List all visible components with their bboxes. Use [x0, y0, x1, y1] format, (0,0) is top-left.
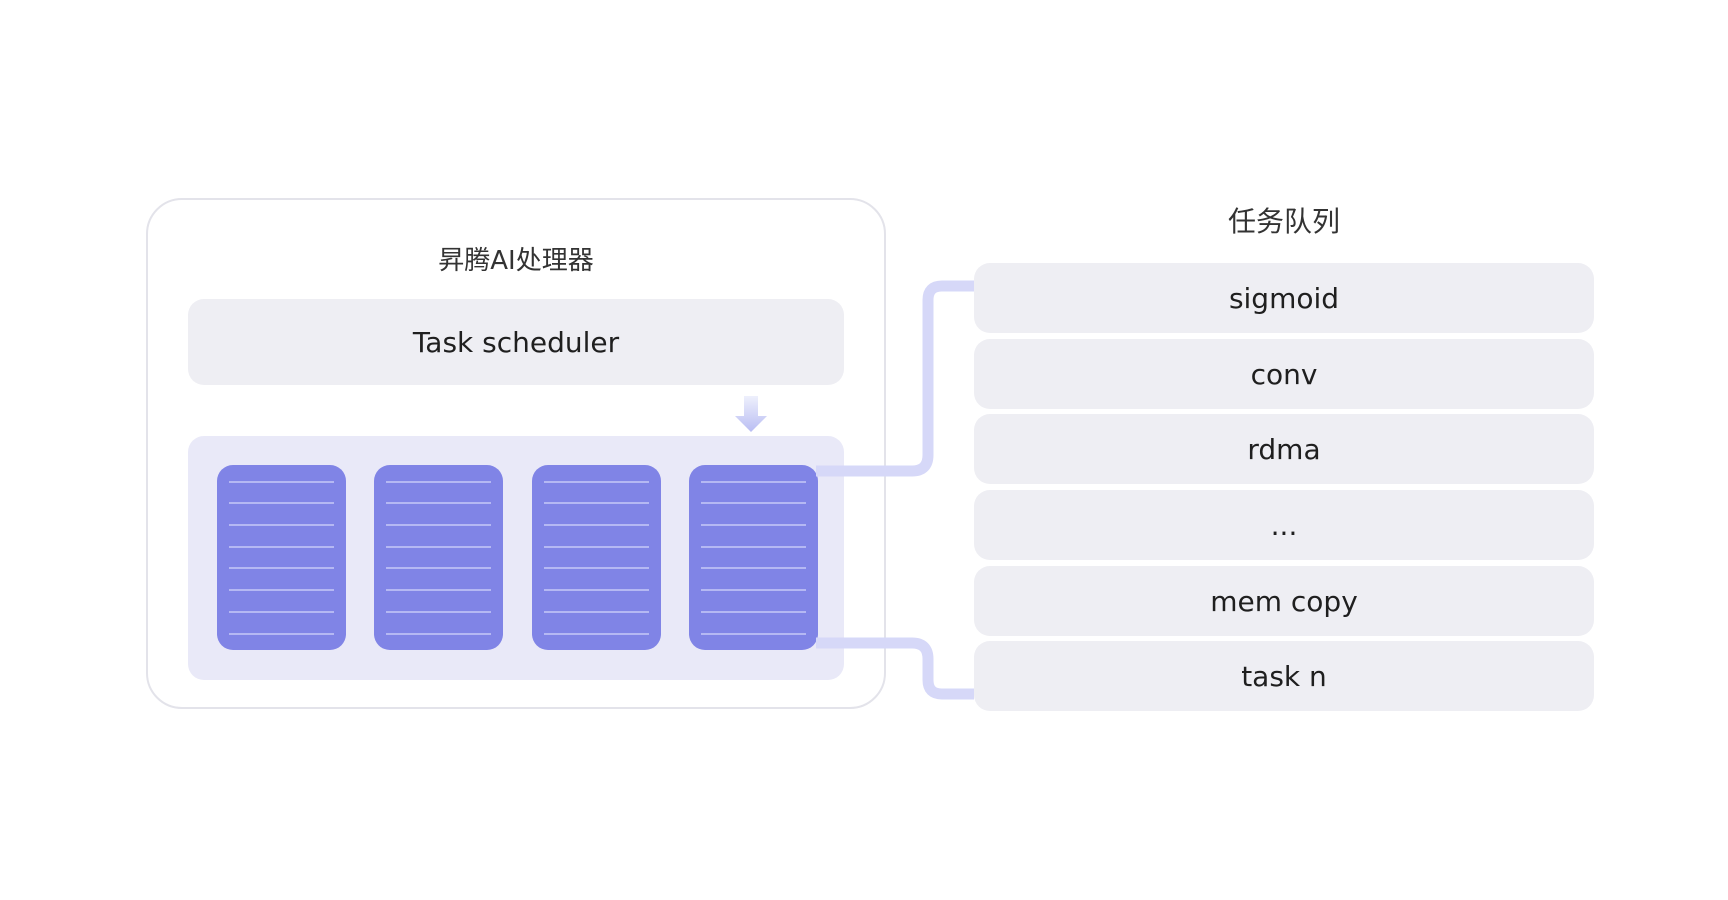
- core-line: [386, 502, 491, 504]
- core-line: [229, 567, 334, 569]
- core-line: [701, 546, 806, 548]
- core-line: [386, 567, 491, 569]
- queue-item-label: task n: [1241, 659, 1327, 693]
- core-line: [544, 524, 649, 526]
- core-line: [544, 502, 649, 504]
- core-line: [386, 589, 491, 591]
- core-line: [544, 633, 649, 635]
- queue-item: conv: [974, 339, 1594, 409]
- core-line: [701, 589, 806, 591]
- ai-core: [532, 465, 661, 650]
- queue-item: rdma: [974, 414, 1594, 484]
- ai-core: [374, 465, 503, 650]
- queue-item-label: ...: [1270, 508, 1298, 542]
- core-line: [701, 567, 806, 569]
- processor-title: 昇腾AI处理器: [438, 246, 594, 276]
- core-line: [229, 589, 334, 591]
- core-line: [229, 481, 334, 483]
- queue-item: ...: [974, 490, 1594, 560]
- queue-item: task n: [974, 641, 1594, 711]
- core-line: [701, 524, 806, 526]
- down-arrow-icon: [735, 396, 767, 432]
- core-line: [544, 589, 649, 591]
- core-line: [544, 611, 649, 613]
- queue-item: sigmoid: [974, 263, 1594, 333]
- queue-item-label: rdma: [1247, 432, 1321, 466]
- task-scheduler: Task scheduler: [188, 299, 844, 385]
- core-line: [229, 611, 334, 613]
- ai-core: [217, 465, 346, 650]
- queue-item-label: conv: [1250, 357, 1318, 391]
- ai-core: [689, 465, 818, 650]
- task-queue-title: 任务队列: [1227, 205, 1340, 238]
- core-line: [386, 546, 491, 548]
- core-line: [701, 611, 806, 613]
- core-line: [701, 481, 806, 483]
- queue-item-label: mem copy: [1210, 584, 1358, 618]
- core-line: [701, 633, 806, 635]
- queue-item-label: sigmoid: [1228, 281, 1340, 315]
- core-line: [386, 633, 491, 635]
- queue-item: mem copy: [974, 566, 1594, 636]
- core-line: [544, 481, 649, 483]
- core-line: [229, 546, 334, 548]
- core-line: [544, 567, 649, 569]
- core-line: [229, 502, 334, 504]
- core-line: [386, 611, 491, 613]
- core-line: [229, 524, 334, 526]
- core-line: [229, 633, 334, 635]
- core-line: [544, 546, 649, 548]
- core-line: [386, 481, 491, 483]
- task-scheduler-label: Task scheduler: [412, 325, 620, 359]
- core-line: [386, 524, 491, 526]
- core-line: [701, 502, 806, 504]
